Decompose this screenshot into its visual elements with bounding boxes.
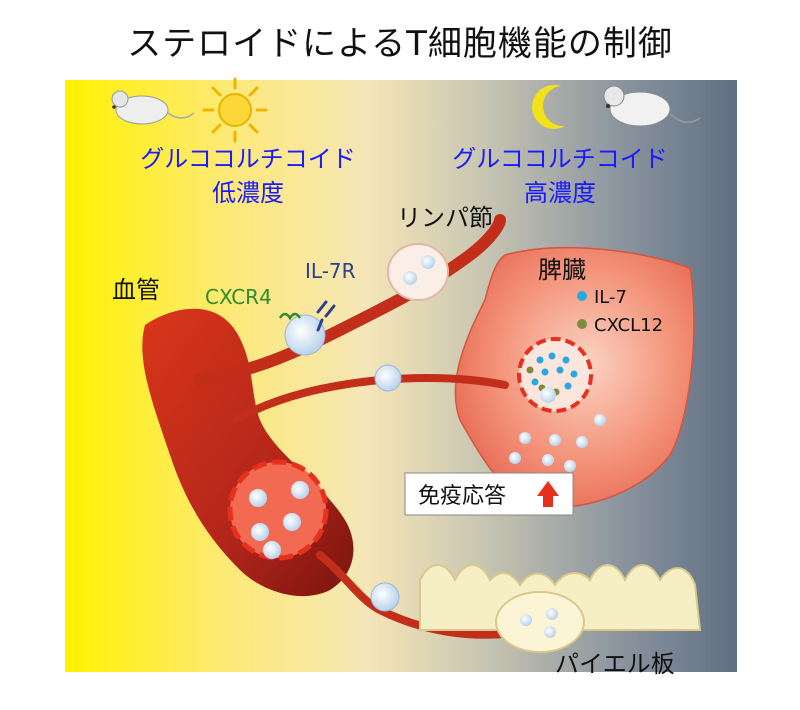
blood-vessel-label: 血管 (112, 276, 160, 304)
il7-legend-dot (577, 291, 587, 301)
spleen-label: 脾臓 (538, 256, 586, 284)
t-cell (370, 582, 400, 612)
moon-icon (532, 84, 565, 129)
il7r-label: IL-7R (305, 259, 356, 283)
spleen-white-pulp (517, 337, 593, 413)
cxcl12-legend-dot (577, 319, 587, 329)
spleen-cells (509, 414, 606, 472)
sun-icon (202, 77, 268, 143)
immune-response-box: 免疫応答 (404, 472, 574, 516)
intestine-villi (419, 564, 702, 653)
lymph-node (387, 243, 449, 301)
t-cell-with-receptors (278, 300, 336, 356)
lymph-node-label: リンパ節 (397, 204, 493, 232)
right-concentration-line1: グルココルチコイド (452, 145, 668, 173)
page-title: ステロイドによるT細胞機能の制御 (127, 24, 673, 64)
il7-legend-label: IL-7 (594, 287, 627, 308)
cxcr4-label: CXCR4 (205, 285, 272, 309)
vessel-cross-section (227, 459, 329, 561)
up-arrow-icon (537, 481, 559, 507)
left-concentration-line1: グルココルチコイド (140, 145, 356, 173)
cxcl12-legend-label: CXCL12 (594, 315, 663, 336)
t-cell (374, 364, 402, 392)
peyers-patch-label: パイエル板 (555, 650, 675, 678)
mouse-icon (111, 90, 195, 125)
right-concentration-line2: 高濃度 (524, 179, 596, 207)
mouse-icon (603, 85, 701, 127)
left-concentration-line2: 低濃度 (212, 179, 284, 207)
vessel-to-peyers-patch (316, 551, 524, 639)
vessel-to-lymph-node (194, 214, 506, 386)
immune-response-label: 免疫応答 (418, 484, 506, 509)
